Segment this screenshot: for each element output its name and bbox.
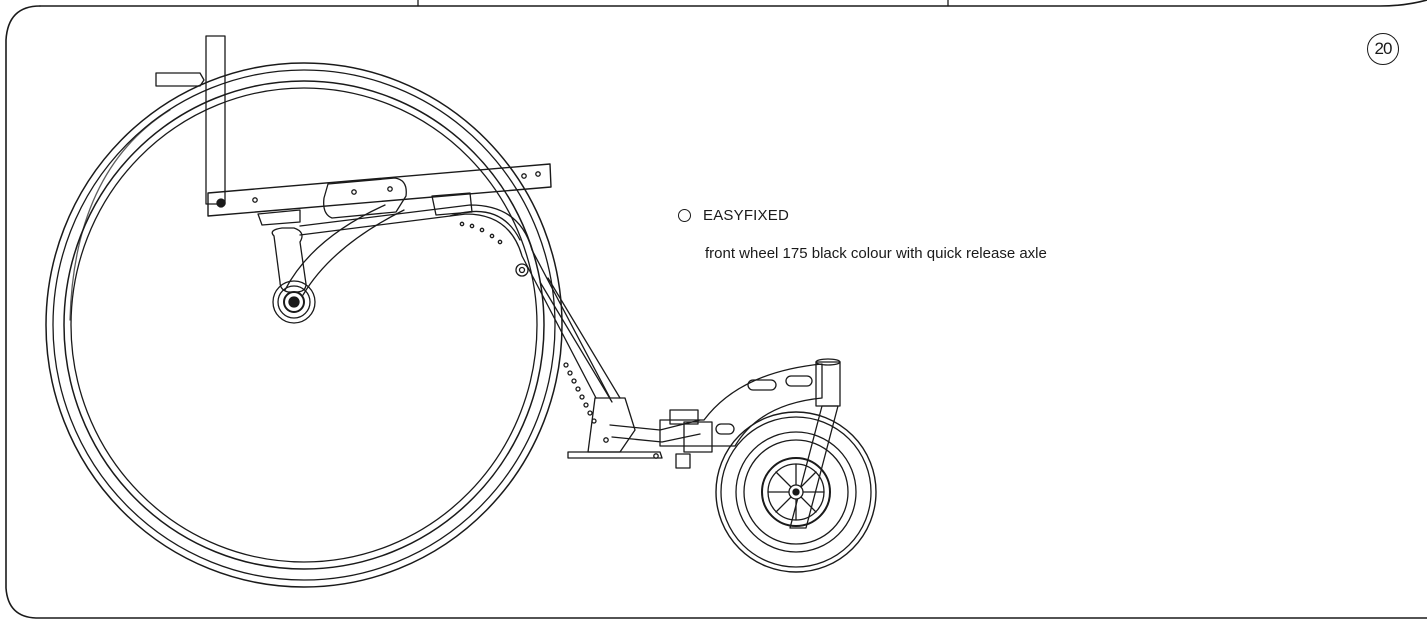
backrest-post (155, 35, 226, 205)
option-description: front wheel 175 black colour with quick … (705, 245, 1047, 262)
seat-bracket (323, 177, 407, 219)
option-row[interactable]: EASYFIXED (678, 207, 789, 224)
page-number-badge: 20 (1367, 33, 1399, 65)
footrest-clamp (567, 397, 701, 459)
front-frame-tube (299, 204, 621, 403)
seat-rail (207, 163, 552, 226)
page-frame (5, 5, 1427, 619)
option-radio-icon[interactable] (678, 209, 691, 222)
page-number: 20 (1374, 39, 1393, 58)
adjustment-holes (459, 221, 597, 424)
rear-wheel (45, 62, 563, 588)
page-frame-top (39, 0, 1427, 7)
option-title: EASYFIXED (703, 207, 789, 224)
hub (272, 280, 316, 324)
caster-wheel (715, 411, 877, 573)
caster-arm (659, 363, 823, 469)
curved-arm (284, 204, 405, 296)
